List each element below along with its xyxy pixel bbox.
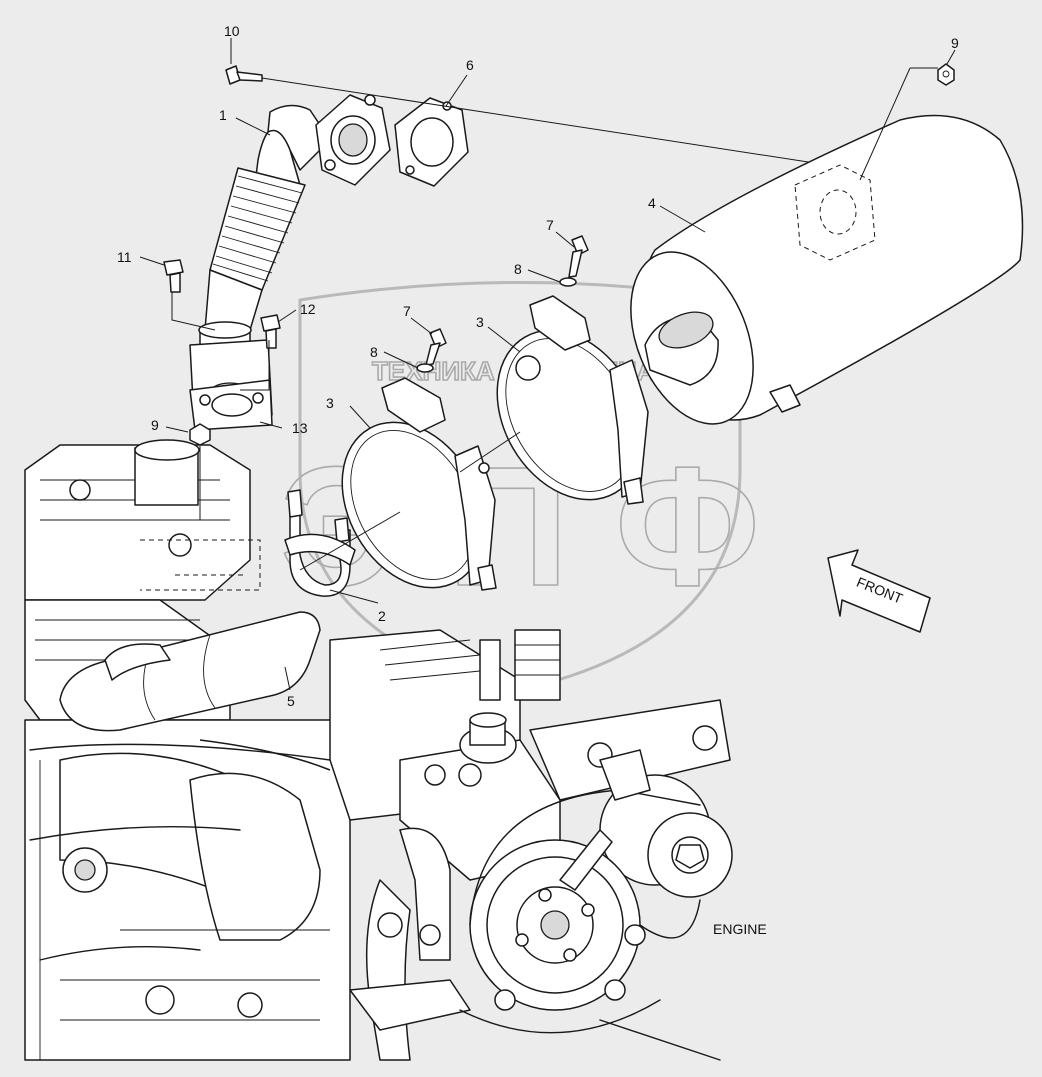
callout-9-top: 9 bbox=[951, 35, 959, 51]
part-4-muffler bbox=[630, 67, 1024, 425]
part-5-hose bbox=[59, 611, 321, 732]
callout-12: 12 bbox=[300, 301, 316, 317]
callout-3-right: 3 bbox=[476, 314, 484, 330]
callout-5: 5 bbox=[287, 693, 295, 709]
watermark-shield bbox=[298, 281, 742, 692]
callout-7-right: 7 bbox=[546, 217, 554, 233]
callout-1: 1 bbox=[219, 107, 227, 123]
callout-13: 13 bbox=[292, 420, 308, 436]
callout-8-left: 8 bbox=[370, 344, 378, 360]
callout-10: 10 bbox=[224, 23, 240, 39]
leader-lines bbox=[139, 38, 956, 691]
pipe-upper-flange bbox=[315, 94, 391, 186]
part-8-washer-right bbox=[559, 277, 577, 287]
part-6-gasket bbox=[394, 97, 469, 187]
part-8-washer-left bbox=[416, 363, 434, 373]
callout-7-left: 7 bbox=[403, 303, 411, 319]
part-3-clamp-left bbox=[341, 377, 497, 591]
part-2-u-bolt bbox=[284, 489, 356, 597]
part-3-clamp-right bbox=[496, 295, 649, 505]
part-10-bolt bbox=[225, 65, 263, 85]
callout-8-right: 8 bbox=[514, 261, 522, 277]
exhaust-manifold bbox=[189, 772, 321, 941]
part-9-nut-lower bbox=[189, 423, 211, 446]
part-9-nut-top bbox=[937, 63, 955, 86]
engine-label: ENGINE bbox=[713, 921, 767, 937]
bolt-alignment-line bbox=[261, 77, 861, 171]
part-13-flange bbox=[189, 339, 273, 431]
callout-6: 6 bbox=[466, 57, 474, 73]
callout-4: 4 bbox=[648, 195, 656, 211]
part-1-exhaust-pipe bbox=[198, 104, 331, 381]
callout-2: 2 bbox=[378, 608, 386, 624]
callout-numbers: 10 9 1 6 4 11 12 7 8 7 8 3 3 9 13 2 5 bbox=[117, 23, 959, 709]
part-7-bolt-right bbox=[568, 235, 589, 278]
callout-11: 11 bbox=[117, 249, 132, 265]
callout-9-lower: 9 bbox=[151, 417, 159, 433]
front-direction-arrow: FRONT bbox=[827, 549, 931, 633]
part-7-bolt-left bbox=[425, 328, 447, 366]
callout-3-left: 3 bbox=[326, 395, 334, 411]
part-11-bolt bbox=[163, 259, 184, 293]
